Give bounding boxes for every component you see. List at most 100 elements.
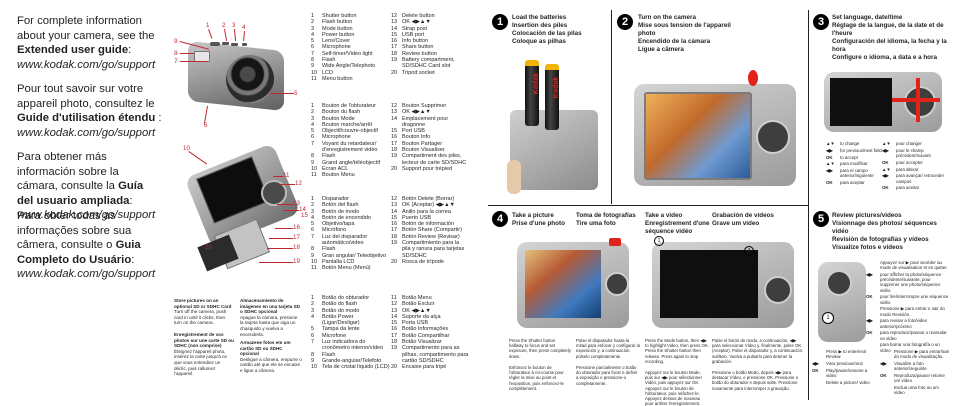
part-label: Botão do obturador — [322, 295, 370, 301]
leader-line — [270, 93, 294, 94]
lcd-large — [644, 92, 752, 180]
part-label: OK ◀▶▲▼ — [402, 19, 431, 26]
step-3-illustration — [820, 66, 948, 136]
legend-key: OK — [882, 185, 889, 191]
part-label: Rosca de trípode — [402, 258, 444, 265]
part-number: 11 — [311, 265, 317, 272]
callout-4: 4 — [242, 24, 246, 31]
part-label: Grand angle/téléobjectif — [322, 159, 381, 166]
part-number: 4 — [311, 214, 315, 221]
part-label: Shutter button — [322, 13, 357, 19]
legend-text: Delete a picture/ video — [826, 379, 870, 385]
part-label: Info button — [402, 38, 428, 45]
part-label: OK (Aceptar) ◀▶▲▼ — [402, 202, 455, 209]
part-number: 3 — [311, 307, 315, 314]
part-number: 16 — [391, 134, 398, 141]
part-label: Compartiment des piles, lecteur de carte… — [402, 153, 467, 166]
memory-card-pt: Armazene fotos em um cartão SD ou SDHC o… — [240, 340, 302, 373]
part-number: 18 — [391, 339, 398, 346]
legend-text: pour accepter — [896, 159, 923, 165]
part-label: Botón Share (Compartir) — [402, 227, 462, 234]
part-label: OK ◀▶▲▼ — [402, 307, 431, 314]
step-5-illustration: 1 — [818, 262, 866, 342]
part-number: 7 — [311, 140, 315, 147]
part-number: 11 — [391, 295, 397, 301]
legend-text: Pressione ▶ para entrar e sair do modo R… — [880, 306, 945, 317]
legend-key: OK — [812, 367, 819, 373]
part-label: Botón de modo — [322, 208, 360, 215]
part-number: 6 — [311, 44, 315, 51]
part-number: 13 — [391, 307, 398, 314]
part-label: Microphone — [322, 134, 351, 141]
part-number: 10 — [311, 364, 318, 371]
part-number: 20 — [391, 258, 398, 265]
take-video-fr: Appuyez sur le bouton Mode, puis sur ◀▶ … — [645, 370, 703, 406]
part-label: Tripod socket — [402, 69, 435, 76]
part-number: 2 — [311, 202, 315, 209]
camera-front-diagram: 1 2 3 4 5 6 7 8 9 — [174, 20, 305, 135]
part-number: 6 — [311, 332, 315, 339]
part-number: 20 — [391, 69, 398, 76]
part-label: Botón de información — [402, 221, 454, 228]
part-label: Power button — [322, 31, 355, 38]
step-marker-1: 1 — [654, 236, 664, 246]
leader-line — [234, 29, 237, 42]
legend-key: OK — [866, 330, 873, 336]
part-number: 4 — [311, 121, 315, 128]
part-label: Review button — [402, 50, 437, 57]
legend-row: para borrar una fotografía o un vídeo — [866, 342, 950, 352]
legend-text: para avançar/ retroceder campos — [896, 173, 945, 184]
legend-text: para el campo anterior/siguiente — [840, 168, 874, 179]
legend-row: Delete a picture/ video — [812, 380, 876, 385]
leader-line — [277, 204, 293, 205]
part-number: 11 — [311, 75, 317, 82]
part-number: 11 — [311, 172, 317, 179]
take-picture-en: Press the Shutter button halfway to focu… — [509, 338, 571, 359]
legend-key: ◀▶ — [866, 318, 873, 324]
leader-line — [243, 30, 245, 41]
legend-text: pour afficher la photo/séquence précéden… — [880, 272, 942, 293]
lcd-step3 — [830, 78, 892, 126]
leader-line — [279, 184, 295, 185]
part-number: 6 — [311, 134, 315, 141]
part-number: 7 — [311, 339, 315, 346]
legend-key: OK — [866, 294, 873, 300]
part-label: Bouton Partager — [402, 140, 443, 147]
part-label: Flash button — [322, 19, 353, 26]
part-number: 1 — [311, 13, 315, 19]
lcd-photo — [646, 94, 750, 178]
step-5-bottom-right: Pressione ▶ para entrar/sair do modo de … — [880, 349, 950, 397]
part-label: Botón Menu (Menú) — [322, 265, 371, 272]
part-number: 5 — [311, 221, 315, 228]
part-number: 20 — [391, 364, 398, 371]
legend-row: ▲▼para modificar — [826, 161, 886, 166]
legend-key: ◀▶ — [812, 361, 819, 366]
legend-key: ◀▶ — [882, 173, 889, 179]
step-5-title: Review pictures/videos Visionnage des ph… — [832, 212, 937, 251]
part-number: 9 — [311, 357, 315, 364]
leader-line — [269, 238, 293, 239]
